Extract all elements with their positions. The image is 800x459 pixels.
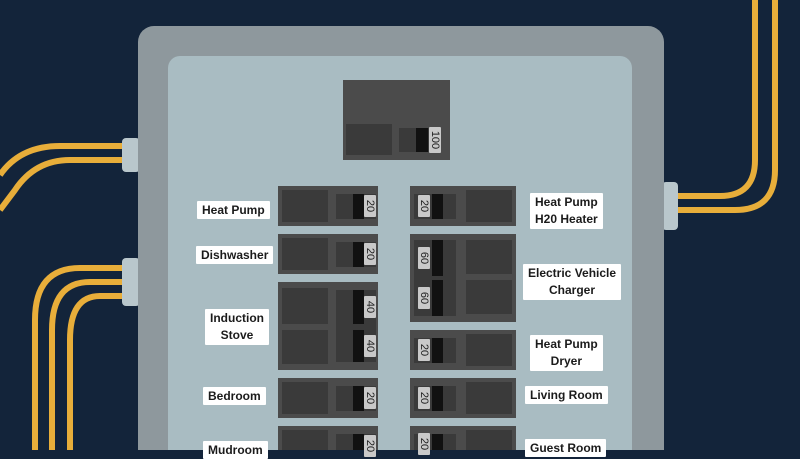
label-line: Guest Room bbox=[530, 441, 602, 455]
label-line: Heat Pump bbox=[535, 195, 598, 209]
circuit-label: Heat Pump Dryer bbox=[530, 335, 603, 371]
circuit-label: Mudroom bbox=[203, 441, 268, 459]
label-line: Living Room bbox=[530, 388, 603, 402]
breaker-left-induction-stove bbox=[278, 282, 378, 370]
circuit-label: Heat Pump H20 Heater bbox=[530, 193, 603, 229]
label-line: Dryer bbox=[550, 354, 583, 368]
circuit-label: Dishwasher bbox=[196, 246, 274, 264]
label-line: Mudroom bbox=[208, 443, 263, 457]
amp-tag: 20 bbox=[418, 387, 430, 409]
label-line: Bedroom bbox=[208, 389, 261, 403]
label-line: Charger bbox=[549, 283, 596, 297]
amp-tag: 20 bbox=[364, 435, 376, 457]
circuit-label: Living Room bbox=[525, 386, 608, 404]
amp-tag: 20 bbox=[418, 339, 430, 361]
amp-tag: 20 bbox=[364, 387, 376, 409]
amp-tag: 60 bbox=[418, 247, 430, 269]
wire-connector bbox=[662, 182, 678, 230]
breaker-left-mudroom bbox=[278, 426, 378, 459]
circuit-label: Induction Stove bbox=[205, 309, 269, 345]
label-line: Heat Pump bbox=[535, 337, 598, 351]
circuit-label: Electric Vehicle Charger bbox=[523, 264, 622, 300]
label-line: Electric Vehicle bbox=[528, 266, 617, 280]
label-line: Stove bbox=[220, 328, 254, 342]
circuit-label: Bedroom bbox=[203, 387, 266, 405]
amp-tag: 40 bbox=[364, 296, 376, 318]
circuit-label: Guest Room bbox=[525, 439, 607, 457]
amp-tag: 20 bbox=[364, 243, 376, 265]
label-line: H20 Heater bbox=[535, 212, 598, 226]
wire-connector bbox=[122, 138, 140, 172]
amp-tag: 20 bbox=[364, 195, 376, 217]
wires-left-bottom bbox=[32, 265, 138, 450]
label-line: Induction bbox=[210, 311, 264, 325]
breaker-left-heat-pump bbox=[278, 186, 378, 226]
breaker-left-bedroom bbox=[278, 378, 378, 418]
wires-right bbox=[665, 0, 778, 213]
amp-tag: 60 bbox=[418, 287, 430, 309]
wires-left-top bbox=[0, 143, 138, 212]
label-line: Heat Pump bbox=[202, 203, 265, 217]
breaker-right-living-room bbox=[410, 378, 516, 418]
amp-tag: 40 bbox=[364, 335, 376, 357]
circuit-label: Heat Pump bbox=[197, 201, 270, 219]
wire-connector bbox=[122, 258, 140, 306]
amp-tag: 20 bbox=[418, 433, 430, 455]
label-line: Dishwasher bbox=[201, 248, 269, 262]
amp-tag: 20 bbox=[418, 195, 430, 217]
breaker-left-dishwasher bbox=[278, 234, 378, 274]
amp-tag: 100 bbox=[429, 127, 441, 153]
